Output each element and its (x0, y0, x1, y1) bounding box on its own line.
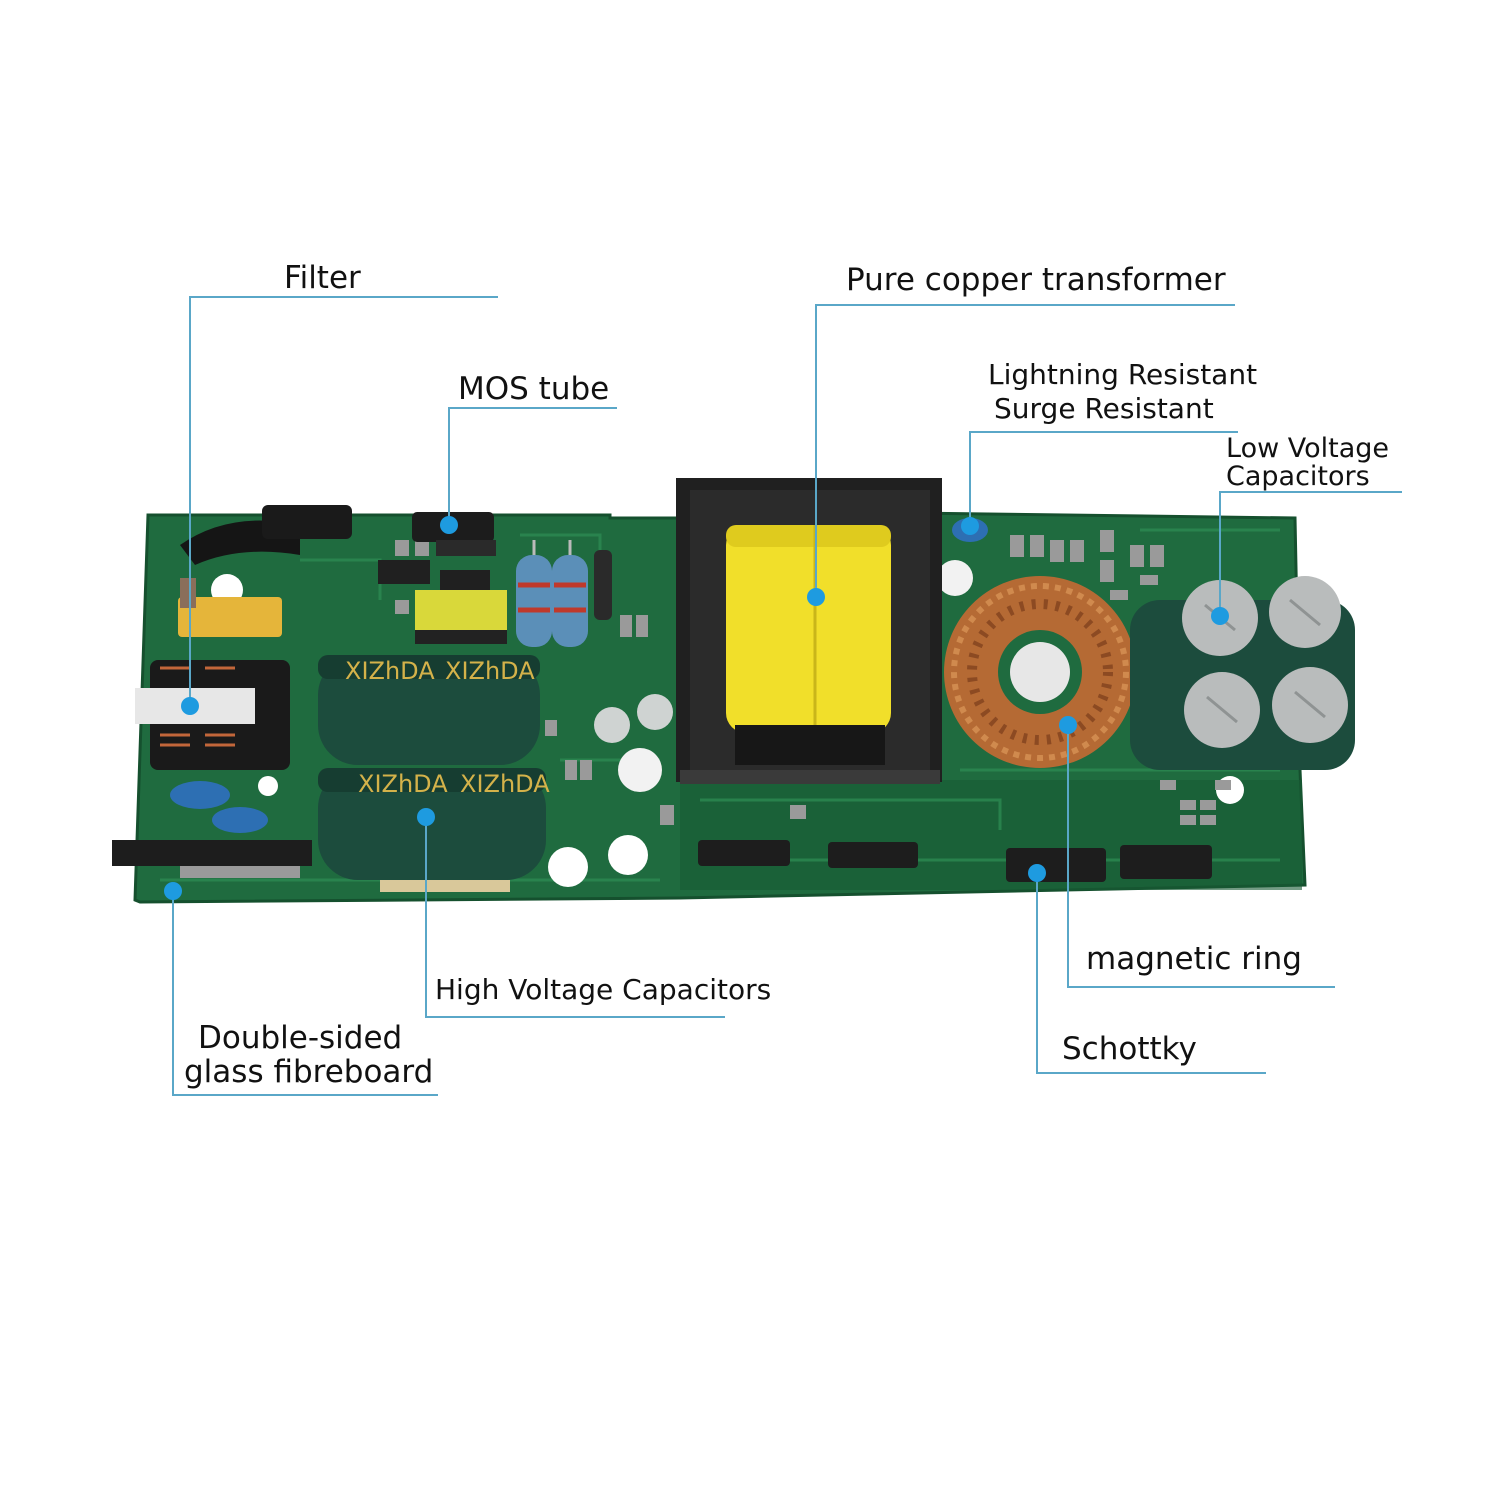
smd-components (395, 530, 1231, 825)
capacitor-print-3: XIZhDA (358, 770, 448, 798)
capacitor-print-4: XIZhDA (460, 770, 550, 798)
label-mos-tube: MOS tube (458, 371, 610, 407)
resistors (516, 540, 612, 647)
low-voltage-capacitors (1130, 576, 1355, 770)
leader-lines (172, 296, 1402, 1096)
capacitor-print-1: XIZhDA (345, 657, 435, 685)
label-lightning-resistant: Lightning Resistant (988, 358, 1258, 391)
label-capacitors: Capacitors (1226, 461, 1370, 492)
label-schottky: Schottky (1062, 1031, 1197, 1067)
label-filter: Filter (284, 260, 361, 296)
magnetic-ring (944, 576, 1136, 768)
capacitor-print-2: XIZhDA (445, 657, 535, 685)
high-voltage-capacitors: XIZhDA XIZhDA XIZhDA XIZhDA (318, 655, 673, 892)
label-magnetic-ring: magnetic ring (1086, 941, 1302, 977)
marker-dots (164, 516, 1229, 900)
pure-copper-transformer (676, 478, 942, 784)
label-pure-copper-transformer: Pure copper transformer (846, 262, 1226, 298)
label-double-sided: Double-sided (198, 1020, 403, 1056)
label-high-voltage-capacitors: High Voltage Capacitors (435, 973, 772, 1006)
filter-assembly (112, 505, 352, 878)
label-glass-fibreboard: glass fibreboard (184, 1054, 434, 1090)
label-low-voltage: Low Voltage (1226, 433, 1390, 464)
label-surge-resistant: Surge Resistant (994, 392, 1214, 425)
